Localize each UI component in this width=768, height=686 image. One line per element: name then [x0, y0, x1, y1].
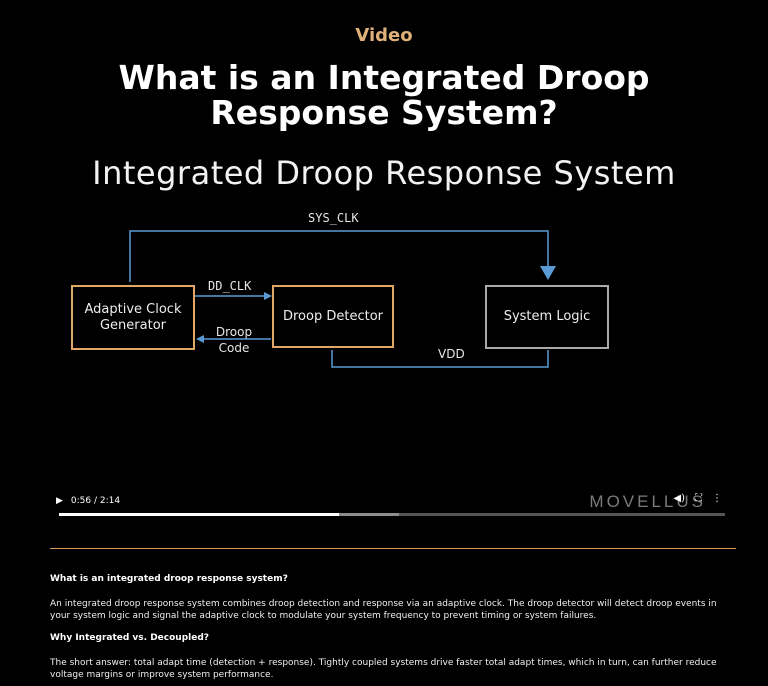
adaptive-clock-label-line2: Generator [99, 317, 166, 333]
video-player[interactable]: Integrated Droop Response System Adaptiv… [40, 140, 728, 520]
droop-detector-label: Droop Detector [282, 308, 383, 324]
sys-clk-label: SYS_CLK [308, 211, 359, 225]
progress-fill [59, 513, 339, 516]
faq-question-1: What is an integrated droop response sys… [50, 574, 288, 584]
player-right-icons: ◀) ⛶ ⋮ [673, 493, 722, 504]
adaptive-clock-generator-box: Adaptive Clock Generator [71, 285, 195, 350]
more-icon[interactable]: ⋮ [712, 493, 722, 504]
vdd-line [331, 350, 549, 368]
sys-clk-line [129, 230, 549, 282]
progress-bar[interactable] [59, 513, 725, 516]
droop-code-line2: Code [218, 341, 250, 355]
dd-clk-arrowhead [264, 292, 272, 300]
time-display: 0:56 / 2:14 [70, 496, 121, 506]
section-divider [50, 548, 736, 549]
system-logic-box: System Logic [485, 285, 609, 349]
brand-watermark: MOVELLUS [589, 492, 706, 511]
faq-answer-2: The short answer: total adapt time (dete… [50, 658, 717, 680]
volume-icon[interactable]: ◀) [673, 493, 685, 504]
section-eyebrow: Video [355, 25, 413, 46]
page-title: What is an Integrated Droop Response Sys… [118, 58, 650, 132]
play-icon[interactable]: ▶ [56, 496, 63, 506]
fullscreen-icon[interactable]: ⛶ [695, 493, 702, 504]
sys-clk-arrowhead [540, 266, 556, 280]
system-logic-label: System Logic [503, 309, 591, 324]
slide-title: Integrated Droop Response System [92, 154, 676, 192]
faq-answer-1: An integrated droop response system comb… [50, 599, 717, 621]
dd-clk-label: DD_CLK [208, 279, 252, 293]
droop-code-line1: Droop [215, 325, 253, 339]
vdd-label: VDD [438, 347, 465, 361]
adaptive-clock-label-line1: Adaptive Clock [84, 301, 182, 317]
player-controls: ▶ 0:56 / 2:14 [56, 493, 716, 509]
faq-question-2: Why Integrated vs. Decoupled? [50, 633, 210, 643]
droop-detector-box: Droop Detector [272, 285, 394, 348]
diagram-connectors [129, 230, 556, 368]
droop-code-label: Droop Code [212, 324, 256, 356]
droop-code-arrowhead [196, 335, 204, 343]
